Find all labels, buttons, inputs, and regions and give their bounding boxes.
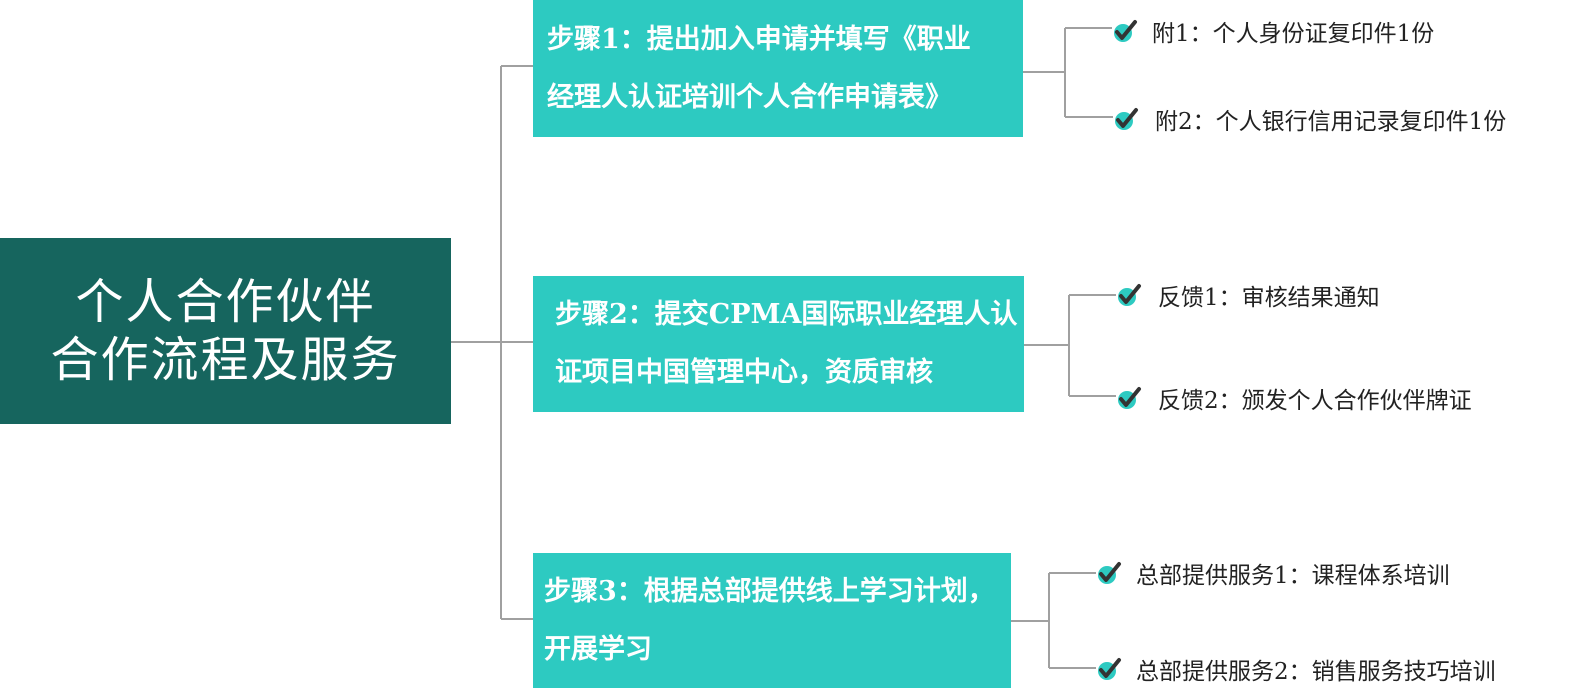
step-box-2: 步骤2：提交CPMA国际职业经理人认 证项目中国管理中心，资质审核 [533,276,1024,412]
check-icon [1118,387,1141,409]
step1-item-2: 附2：个人银行信用记录复印件1份 [1113,99,1506,139]
step-box-3: 步骤3：根据总部提供线上学习计划， 开展学习 [533,553,1011,688]
step3-item-2: 总部提供服务2：销售服务技巧培训 [1096,649,1496,689]
check-icon [1098,658,1121,680]
step-2-line2: 证项目中国管理中心，资质审核 [555,357,933,388]
check-icon [1098,562,1121,584]
step-2-line1: 步骤2：提交CPMA国际职业经理人认 [555,299,1018,330]
step2-item-1-label: 反馈1：审核结果通知 [1158,285,1380,311]
step2-item-2: 反馈2：颁发个人合作伙伴牌证 [1116,378,1472,418]
root-title-box: 个人合作伙伴 合作流程及服务 [0,238,451,424]
step-1-line1: 步骤1：提出加入申请并填写《职业 [547,23,971,55]
step1-item-1: 附1：个人身份证复印件1份 [1112,11,1434,51]
step1-item-2-label: 附2：个人银行信用记录复印件1份 [1155,109,1507,135]
step-3-line2: 开展学习 [544,633,652,665]
step3-item-1: 总部提供服务1：课程体系培训 [1096,553,1450,593]
step-box-1: 步骤1：提出加入申请并填写《职业 经理人认证培训个人合作申请表》 [533,0,1023,137]
step3-item-1-label: 总部提供服务1：课程体系培训 [1136,563,1450,589]
root-title-line2: 合作流程及服务 [50,332,401,388]
check-icon [1114,20,1137,42]
step2-item-1: 反馈1：审核结果通知 [1116,275,1380,315]
step3-item-2-label: 总部提供服务2：销售服务技巧培训 [1136,659,1496,685]
step2-item-2-label: 反馈2：颁发个人合作伙伴牌证 [1158,388,1472,414]
step-3-line1: 步骤3：根据总部提供线上学习计划， [544,575,995,607]
root-title-line1: 个人合作伙伴 [75,274,376,330]
check-icon [1115,108,1138,130]
step-1-line2: 经理人认证培训个人合作申请表》 [547,81,952,113]
step1-item-1-label: 附1：个人身份证复印件1份 [1152,21,1435,47]
check-icon [1118,284,1141,306]
